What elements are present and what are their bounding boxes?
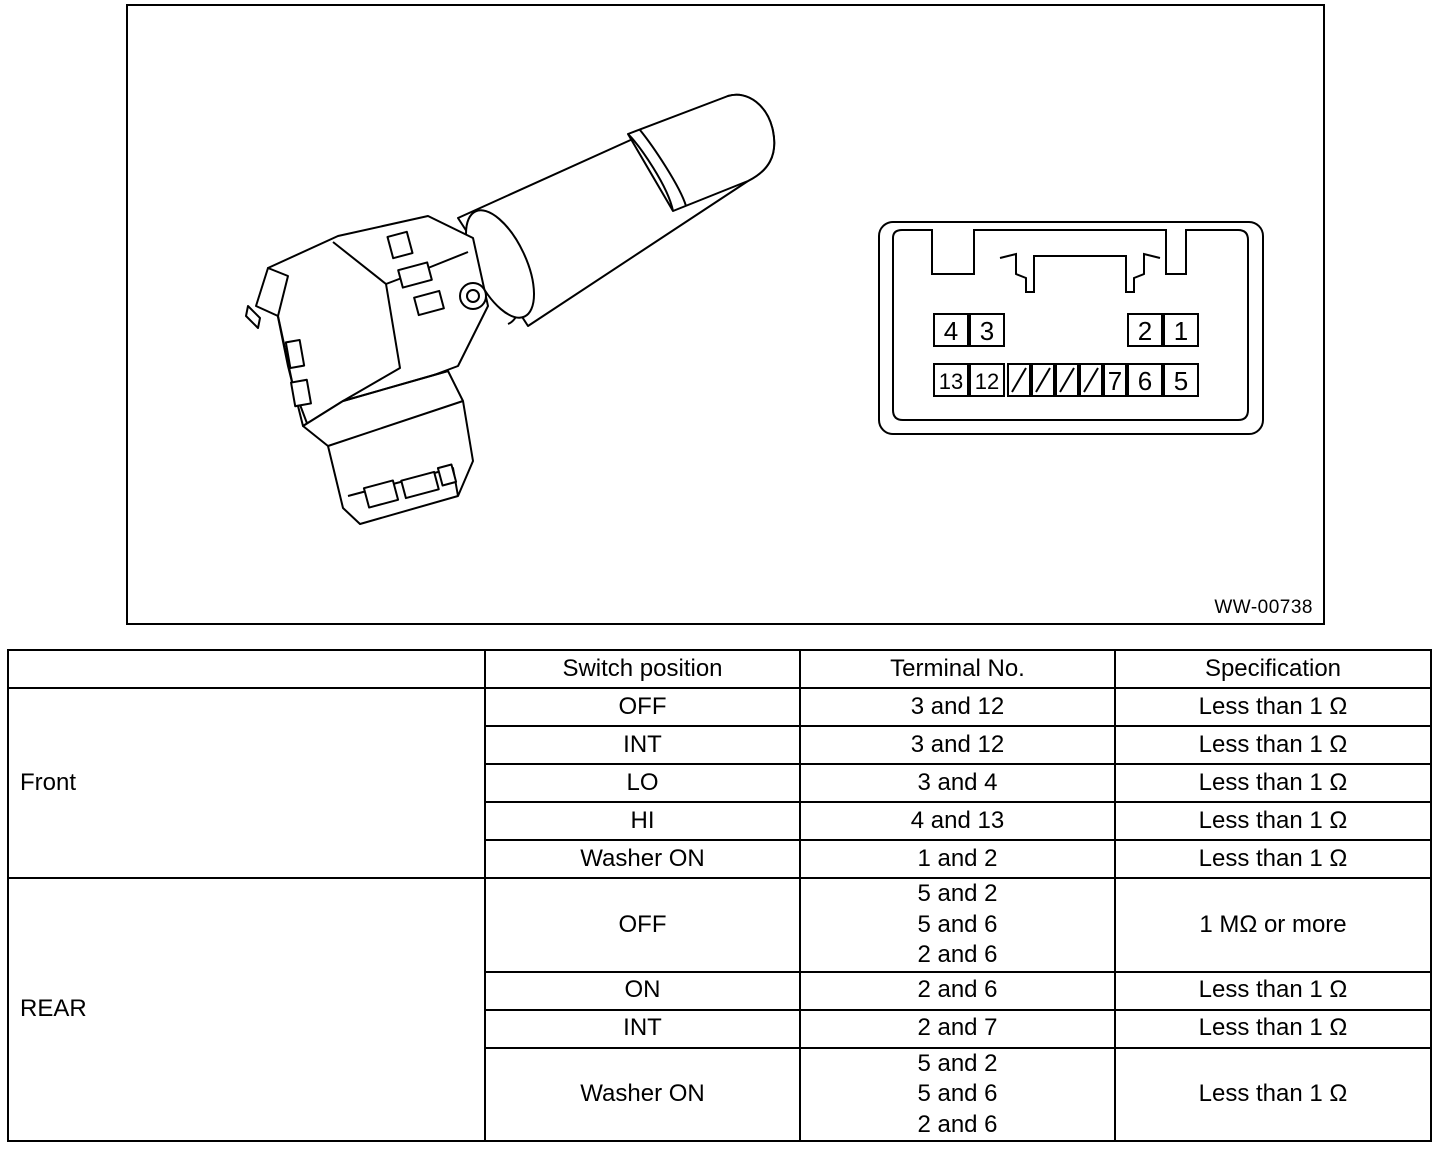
table-header-row: Switch position Terminal No. Specificati… bbox=[7, 649, 1432, 689]
terminal-label: 5 bbox=[1174, 366, 1188, 396]
terminal-pair: 5 and 6 bbox=[917, 910, 998, 938]
specification: 1 MΩ or more bbox=[1114, 877, 1432, 973]
terminal-label: 6 bbox=[1138, 366, 1152, 396]
terminal-label: 3 bbox=[980, 316, 994, 346]
specification: Less than 1 Ω bbox=[1114, 801, 1432, 841]
specification: Less than 1 Ω bbox=[1114, 839, 1432, 879]
specification: Less than 1 Ω bbox=[1114, 970, 1432, 1011]
terminal-pair: 2 and 6 bbox=[917, 1110, 998, 1138]
table-row: HI 4 and 13 Less than 1 Ω bbox=[8, 801, 1432, 841]
group-label: REAR bbox=[7, 877, 486, 1142]
table-row: LO 3 and 4 Less than 1 Ω bbox=[8, 763, 1432, 803]
switch-spec-table: Switch position Terminal No. Specificati… bbox=[7, 649, 1432, 1142]
terminal-label: 4 bbox=[944, 316, 958, 346]
terminal-no: 3 and 12 bbox=[799, 687, 1116, 727]
group-label: Front bbox=[7, 687, 486, 879]
switch-position: INT bbox=[484, 1008, 801, 1049]
switch-position: ON bbox=[484, 970, 801, 1011]
specification: Less than 1 Ω bbox=[1114, 763, 1432, 803]
terminal-no: 2 and 7 bbox=[799, 1008, 1116, 1049]
connector-face bbox=[878, 221, 1264, 435]
terminal-label: 1 bbox=[1174, 316, 1188, 346]
terminal-label: 7 bbox=[1108, 366, 1122, 396]
column-header: Specification bbox=[1114, 649, 1432, 689]
terminal-no: 4 and 13 bbox=[799, 801, 1116, 841]
column-header: Terminal No. bbox=[799, 649, 1116, 689]
terminal-pair: 2 and 6 bbox=[917, 941, 998, 968]
terminal-no: 1 and 2 bbox=[799, 839, 1116, 879]
specification: Less than 1 Ω bbox=[1114, 687, 1432, 727]
figure-code: WW-00738 bbox=[1214, 597, 1313, 618]
specification: Less than 1 Ω bbox=[1114, 725, 1432, 765]
table-row: Front OFF 3 and 12 Less than 1 Ω bbox=[7, 687, 1432, 879]
terminal-no: 5 and 2 5 and 6 2 and 6 bbox=[799, 877, 1116, 973]
terminal-no: 2 and 6 bbox=[799, 970, 1116, 1011]
table-row: INT 3 and 12 Less than 1 Ω bbox=[8, 725, 1432, 765]
column-header: Switch position bbox=[484, 649, 801, 689]
switch-position: Washer ON bbox=[484, 839, 801, 879]
switch-figure: 4 3 2 1 13 12 7 6 5 WW-00738 bbox=[126, 4, 1325, 625]
wiper-switch-illustration bbox=[245, 93, 776, 525]
terminal-no: 5 and 2 5 and 6 2 and 6 bbox=[799, 1046, 1116, 1142]
terminal-label: 13 bbox=[939, 369, 963, 394]
specification: Less than 1 Ω bbox=[1114, 1046, 1432, 1142]
table-row: INT 2 and 7 Less than 1 Ω bbox=[8, 1008, 1432, 1049]
terminal-label: 12 bbox=[975, 369, 999, 394]
terminal-no: 3 and 4 bbox=[799, 763, 1116, 803]
switch-position: LO bbox=[484, 763, 801, 803]
terminal-pair: 5 and 2 bbox=[917, 1049, 998, 1077]
terminal-pair: 5 and 2 bbox=[917, 880, 998, 907]
table-row: ON 2 and 6 Less than 1 Ω bbox=[8, 970, 1432, 1011]
table-row: Washer ON 5 and 2 5 and 6 2 and 6 Less t… bbox=[8, 1046, 1432, 1142]
terminal-label: 2 bbox=[1138, 316, 1152, 346]
switch-position: INT bbox=[484, 725, 801, 765]
connector-terminals: 4 3 2 1 13 12 7 6 5 bbox=[933, 313, 1199, 397]
table-row: Washer ON 1 and 2 Less than 1 Ω bbox=[8, 839, 1432, 879]
switch-position: Washer ON bbox=[484, 1046, 801, 1142]
switch-position: OFF bbox=[484, 877, 801, 973]
switch-position: OFF bbox=[484, 687, 801, 727]
column-header bbox=[7, 649, 486, 689]
switch-position: HI bbox=[484, 801, 801, 841]
terminal-no: 3 and 12 bbox=[799, 725, 1116, 765]
table-row: REAR OFF 5 and 2 5 and 6 2 and 6 1 MΩ or… bbox=[7, 877, 1432, 1142]
terminal-pair: 5 and 6 bbox=[917, 1080, 998, 1107]
specification: Less than 1 Ω bbox=[1114, 1008, 1432, 1049]
figure-drawing: 4 3 2 1 13 12 7 6 5 bbox=[245, 93, 1264, 525]
